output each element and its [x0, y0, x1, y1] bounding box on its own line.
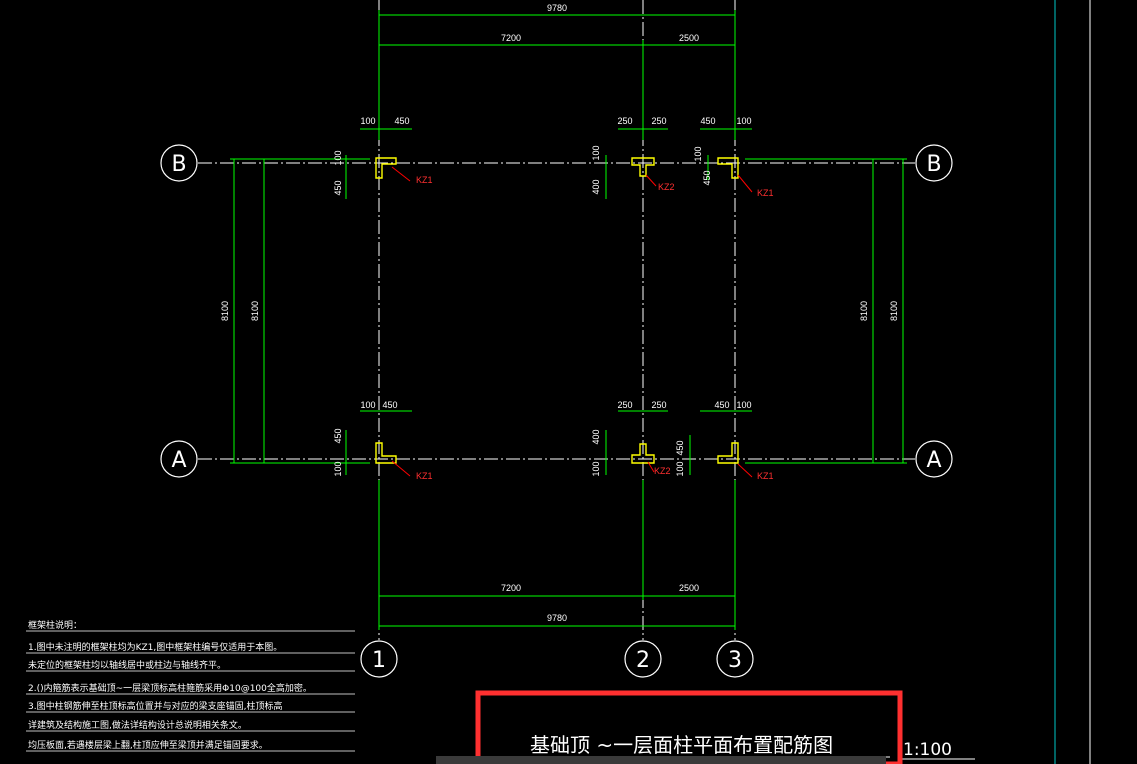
axis-bubble-a-left[interactable]: A: [160, 440, 198, 478]
column-leaders: [391, 166, 753, 478]
dim-bottom-overall: 9780: [547, 613, 567, 623]
axis-label: 2: [636, 648, 650, 673]
bottom-dimensions: [378, 480, 736, 630]
axis-label: 3: [728, 648, 742, 673]
column-kz1-a3[interactable]: [717, 442, 739, 464]
notes-line: 2.()内箍筋表示基础顶~一层梁顶标高柱箍筋采用Φ10@100全高加密。: [28, 682, 312, 694]
dim-offset: 100: [360, 400, 375, 410]
column-offset-dims: [345, 128, 752, 475]
column-kz2-b2[interactable]: [631, 157, 655, 177]
dim-offset: 450: [333, 180, 343, 195]
dim-offset: 100: [736, 400, 751, 410]
dim-offset: 450: [700, 116, 715, 126]
column-label: KZ2: [658, 182, 675, 192]
dim-offset: 100: [333, 150, 343, 165]
dim-offset: 450: [394, 116, 409, 126]
column-label: KZ1: [416, 471, 433, 481]
axis-label: B: [926, 152, 941, 177]
top-dimensions: [378, 10, 736, 140]
notes-line: 均压板面,若遇楼层梁上翻,柱顶应伸至梁顶并满足锚固要求。: [28, 739, 268, 751]
dim-offset: 100: [591, 461, 601, 476]
axis-label: B: [171, 152, 186, 177]
dim-offset: 100: [333, 461, 343, 476]
notes-line: 3.图中柱钢筋伸至柱顶标高位置并与对应的梁支座锚固,柱顶标高: [28, 700, 282, 712]
notes-line: 详建筑及结构施工图,做法详结构设计总说明相关条文。: [28, 719, 247, 731]
dim-offset: 100: [360, 116, 375, 126]
axis-bubble-a-right[interactable]: A: [915, 440, 953, 478]
dim-bottom-1: 7200: [501, 583, 521, 593]
dim-offset: 450: [333, 428, 343, 443]
axis-bubble-2[interactable]: 2: [624, 640, 662, 678]
dim-offset: 100: [736, 116, 751, 126]
dim-offset: 100: [591, 145, 601, 160]
drawing-scale: 1:100: [903, 740, 952, 760]
notes-title: 框架柱说明：: [28, 619, 82, 631]
dim-offset: 450: [675, 440, 685, 455]
column-kz2-a2[interactable]: [631, 443, 655, 464]
dim-offset: 400: [591, 179, 601, 194]
dim-offset: 450: [382, 400, 397, 410]
dim-vertical-left-2: 8100: [250, 301, 260, 321]
axis-bubble-3[interactable]: 3: [716, 640, 754, 678]
dim-offset: 450: [714, 400, 729, 410]
notes-block: 框架柱说明： 1.图中未注明的框架柱均为KZ1,图中框架柱编号仅适用于本图。 未…: [26, 619, 355, 752]
dim-vertical-left-1: 8100: [220, 301, 230, 321]
dim-top-2: 2500: [679, 33, 699, 43]
axis-label: 1: [372, 648, 386, 673]
dim-top-1: 7200: [501, 33, 521, 43]
axis-bubble-1[interactable]: 1: [360, 640, 398, 678]
axis-bubble-b-left[interactable]: B: [160, 144, 198, 182]
dim-offset: 250: [617, 116, 632, 126]
drawing-title: 基础顶 ~一层面柱平面布置配筋图: [530, 733, 833, 757]
column-kz1-a1[interactable]: [375, 442, 397, 464]
column-kz1-b1[interactable]: [375, 157, 397, 179]
dim-offset: 250: [617, 400, 632, 410]
notes-line: 1.图中未注明的框架柱均为KZ1,图中框架柱编号仅适用于本图。: [28, 641, 282, 653]
status-strip: [436, 756, 886, 764]
dim-offset: 100: [693, 146, 703, 161]
vertical-grid-lines: [378, 0, 736, 640]
vertical-dimensions: [230, 158, 907, 464]
column-label: KZ1: [757, 188, 774, 198]
dim-offset: 400: [591, 429, 601, 444]
column-label: KZ2: [654, 466, 671, 476]
dim-top-overall: 9780: [547, 3, 567, 13]
horizontal-grid-lines: [198, 162, 915, 460]
highlight-box: [475, 690, 903, 764]
axis-label: A: [171, 448, 186, 473]
column-label: KZ1: [757, 471, 774, 481]
column-label: KZ1: [416, 175, 433, 185]
dim-bottom-2: 2500: [679, 583, 699, 593]
dim-offset: 100: [675, 461, 685, 476]
dim-vertical-right-1: 8100: [859, 301, 869, 321]
notes-line: 未定位的框架柱均以轴线居中或柱边与轴线齐平。: [28, 659, 226, 671]
dim-offset: 250: [651, 116, 666, 126]
column-kz1-b3[interactable]: [717, 157, 739, 179]
dim-offset: 250: [651, 400, 666, 410]
axis-bubble-b-right[interactable]: B: [915, 144, 953, 182]
axis-label: A: [926, 448, 941, 473]
dim-vertical-right-2: 8100: [889, 301, 899, 321]
dim-offset: 450: [702, 170, 712, 185]
